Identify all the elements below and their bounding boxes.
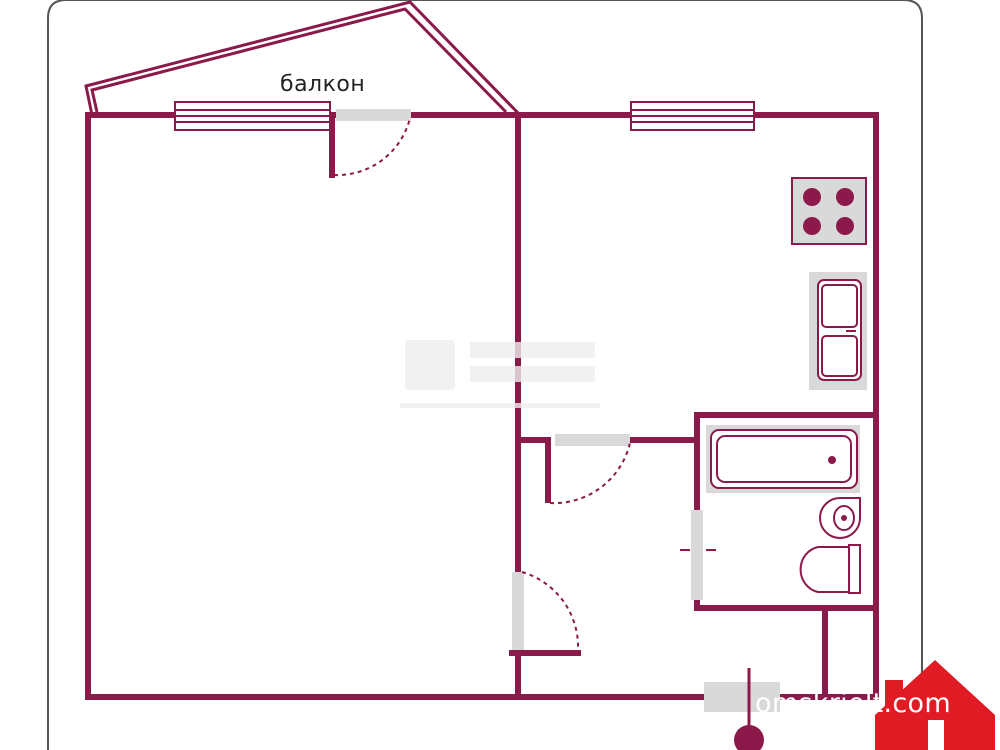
balcony — [84, 0, 522, 117]
bathtub-icon — [706, 425, 860, 493]
door-openings — [336, 109, 780, 712]
washbasin-icon — [819, 497, 861, 539]
frame-border — [47, 0, 923, 750]
door-swings — [333, 117, 631, 651]
toilet-icon — [799, 544, 861, 594]
window-room — [174, 101, 331, 131]
stove-icon — [791, 177, 867, 245]
house-logo-icon — [875, 660, 995, 750]
faint-watermark — [400, 340, 600, 408]
house-logo-inner — [928, 720, 944, 750]
kitchen-sink-icon — [809, 272, 867, 390]
entrance-marker-icon — [734, 668, 764, 750]
site-watermark-text: omskrielt.com — [755, 688, 951, 719]
balcony-label: балкон — [280, 72, 366, 97]
window-kitchen — [630, 101, 755, 131]
